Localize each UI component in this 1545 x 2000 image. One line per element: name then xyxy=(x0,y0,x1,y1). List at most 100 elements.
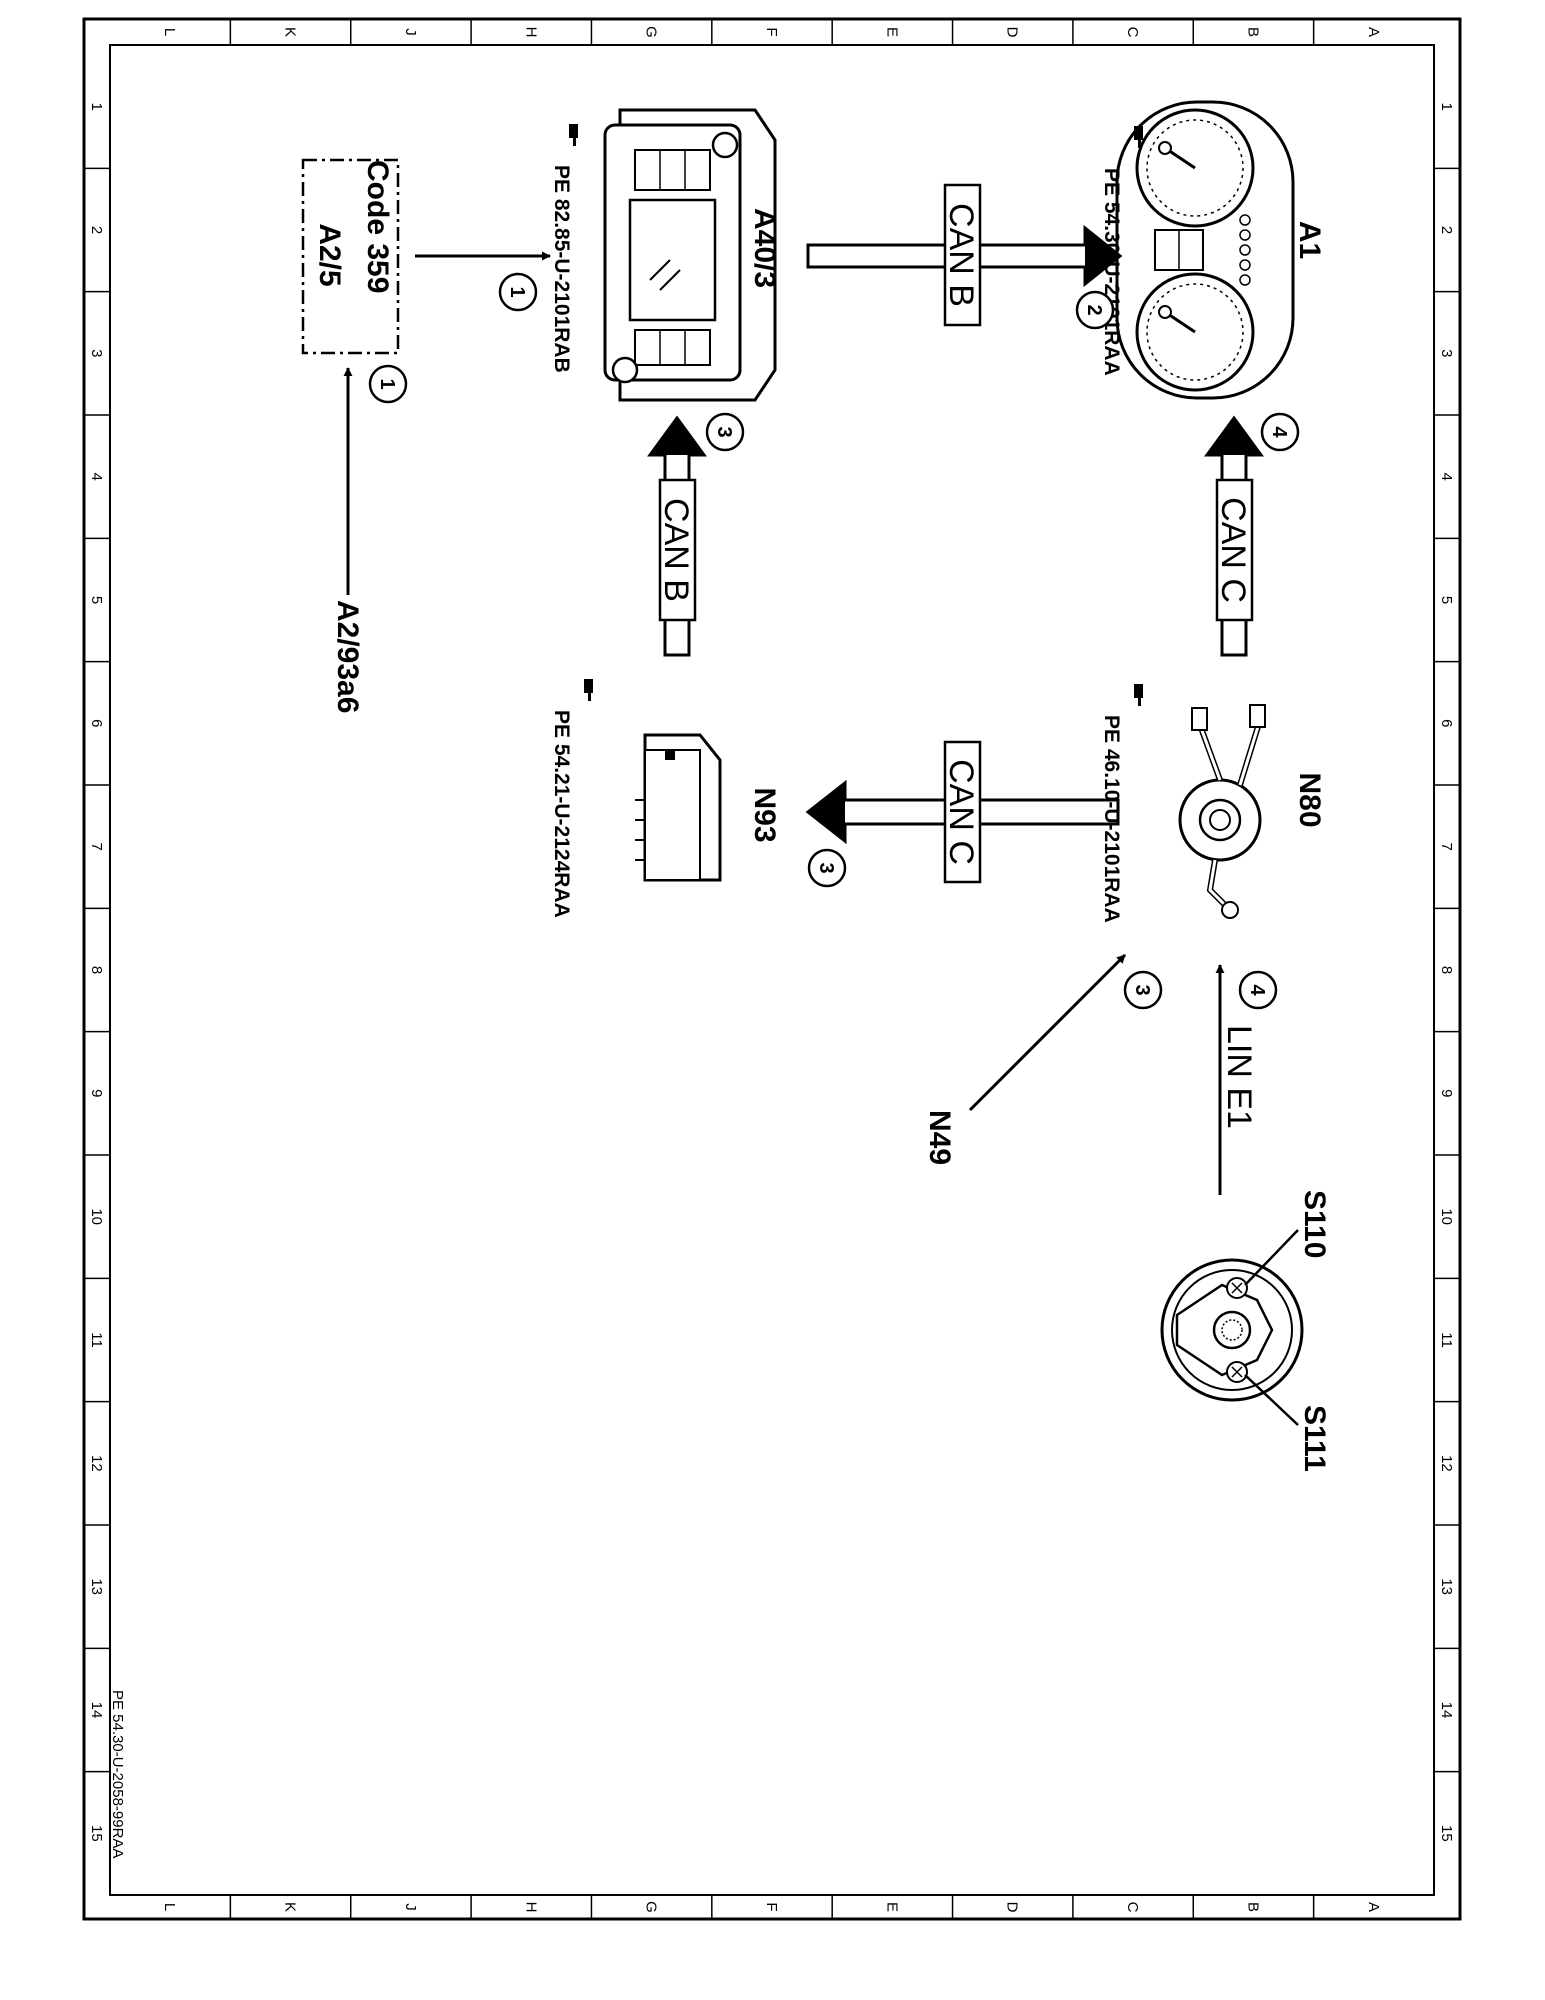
n93-label: N93 xyxy=(748,787,781,842)
grid-row-label: 11 xyxy=(88,1332,105,1348)
can-c-arrow-middle xyxy=(805,740,1120,884)
step-number-3-a40: 3 xyxy=(705,412,745,452)
grid-row-label: 12 xyxy=(88,1455,105,1472)
a1-reference: PE 54.30-U-2101RAA xyxy=(1100,168,1123,376)
a40-3-reference: PE 82.85-U-2101RAB xyxy=(550,165,573,373)
step-number-label: 4 xyxy=(1246,984,1268,996)
step-number-label: 4 xyxy=(1268,426,1290,438)
grid-column-label: J xyxy=(402,1903,419,1911)
can-b-label-top: CAN B xyxy=(942,203,980,307)
n93-reference: PE 54.21-U-2124RAA xyxy=(550,710,573,918)
n80-label: N80 xyxy=(1293,772,1326,827)
code-359-box xyxy=(301,158,400,355)
document-id: PE 54.30-U-2058-99RAA xyxy=(109,1690,126,1858)
grid-row-label: 15 xyxy=(88,1825,105,1842)
grid-column-label: F xyxy=(763,27,780,36)
step-number-3-n93: 3 xyxy=(807,848,847,888)
grid-row-label: 5 xyxy=(1438,596,1455,604)
grid-row-label: 7 xyxy=(1438,842,1455,850)
step-number-label: 1 xyxy=(506,286,528,297)
s110-label: S110 xyxy=(1298,1190,1331,1258)
grid-row-label: 1 xyxy=(1438,102,1455,110)
can-c-arrow-right xyxy=(1204,415,1264,657)
a2-5-label: A2/5 xyxy=(313,223,346,286)
lin-e1-label: LIN E1 xyxy=(1220,1025,1258,1129)
step-number-1-near-arrow: 1 xyxy=(498,272,538,312)
grid-row-label: 7 xyxy=(88,842,105,850)
grid-row-label: 10 xyxy=(1438,1208,1455,1225)
grid-row-label: 4 xyxy=(1438,472,1455,480)
can-c-label-right: CAN C xyxy=(1214,497,1252,603)
can-b-arrow-left xyxy=(647,415,707,657)
grid-row-label: 2 xyxy=(88,226,105,234)
grid-row-label: 8 xyxy=(88,966,105,974)
step-number-label: 1 xyxy=(376,378,398,389)
grid-row-label: 9 xyxy=(88,1089,105,1097)
grid-row-label: 4 xyxy=(88,472,105,480)
grid-column-label: C xyxy=(1124,1902,1141,1913)
steering-column-module-icon xyxy=(1178,704,1266,919)
grid-column-label: D xyxy=(1004,27,1021,38)
grid-column-label: F xyxy=(763,1902,780,1911)
grid-column-label: H xyxy=(522,1902,539,1913)
step-number-label: 3 xyxy=(815,862,837,873)
grid-row-label: 11 xyxy=(1438,1332,1455,1348)
instrument-cluster-icon xyxy=(1115,100,1295,400)
grid-row-label: 13 xyxy=(88,1578,105,1595)
grid-column-label: L xyxy=(161,28,178,36)
grid-column-label: E xyxy=(883,27,900,37)
grid-column-label: H xyxy=(522,27,539,38)
grid-row-label: 3 xyxy=(88,349,105,357)
pointing-hand-icon xyxy=(584,679,593,701)
step-number-4-can-c: 4 xyxy=(1260,412,1300,452)
grid-row-label: 8 xyxy=(1438,966,1455,974)
grid-row-label: 2 xyxy=(1438,226,1455,234)
grid-row-label: 5 xyxy=(88,596,105,604)
step-number-4-lin: 4 xyxy=(1238,970,1278,1010)
step-number-1-near-box: 1 xyxy=(368,364,408,404)
grid-column-label: B xyxy=(1244,27,1261,37)
pointing-hand-icon xyxy=(569,124,578,146)
grid-column-label: J xyxy=(402,28,419,36)
grid-row-label: 14 xyxy=(88,1702,105,1719)
step-number-2: 2 xyxy=(1075,290,1115,330)
step-number-label: 2 xyxy=(1083,304,1105,315)
n49-arrow xyxy=(968,953,1127,1112)
grid-row-label: 6 xyxy=(1438,719,1455,727)
grid-column-label: G xyxy=(643,26,660,38)
a2-93a6-label: A2/93a6 xyxy=(331,600,364,713)
code-359-label: Code 359 xyxy=(361,160,394,293)
a40-3-label: A40/3 xyxy=(748,208,781,288)
grid-column-label: L xyxy=(161,1903,178,1911)
grid-column-label: E xyxy=(883,1902,900,1912)
s110-leader xyxy=(1244,1229,1299,1286)
a1-label: A1 xyxy=(1293,221,1326,259)
grid-row-label: 6 xyxy=(88,719,105,727)
grid-row-label: 10 xyxy=(88,1208,105,1225)
pointing-hand-icon xyxy=(1134,126,1143,148)
step-number-label: 3 xyxy=(713,426,735,437)
grid-column-label: B xyxy=(1244,1902,1261,1912)
grid-column-label: K xyxy=(282,1902,299,1912)
grid-column-label: K xyxy=(282,27,299,37)
grid-row-label: 15 xyxy=(1438,1825,1455,1842)
pointing-hand-icon xyxy=(1134,684,1143,706)
grid-row-label: 14 xyxy=(1438,1702,1455,1719)
grid-column-label: D xyxy=(1004,1902,1021,1913)
steering-wheel-icon xyxy=(1160,1258,1304,1402)
grid-row-label: 9 xyxy=(1438,1089,1455,1097)
can-c-label-middle: CAN C xyxy=(942,759,980,865)
n80-reference: PE 46.10-U-2101RAA xyxy=(1100,715,1123,923)
step-number-3-n49: 3 xyxy=(1123,970,1163,1010)
head-unit-icon xyxy=(603,108,777,402)
grid-row-label: 1 xyxy=(88,102,105,110)
grid-row-label: 13 xyxy=(1438,1578,1455,1595)
grid-column-label: A xyxy=(1365,1902,1382,1912)
grid-column-label: A xyxy=(1365,27,1382,37)
step-number-label: 3 xyxy=(1131,984,1153,995)
n49-label: N49 xyxy=(923,1110,956,1165)
can-b-label-left: CAN B xyxy=(657,498,695,602)
grid-column-label: G xyxy=(643,1901,660,1913)
